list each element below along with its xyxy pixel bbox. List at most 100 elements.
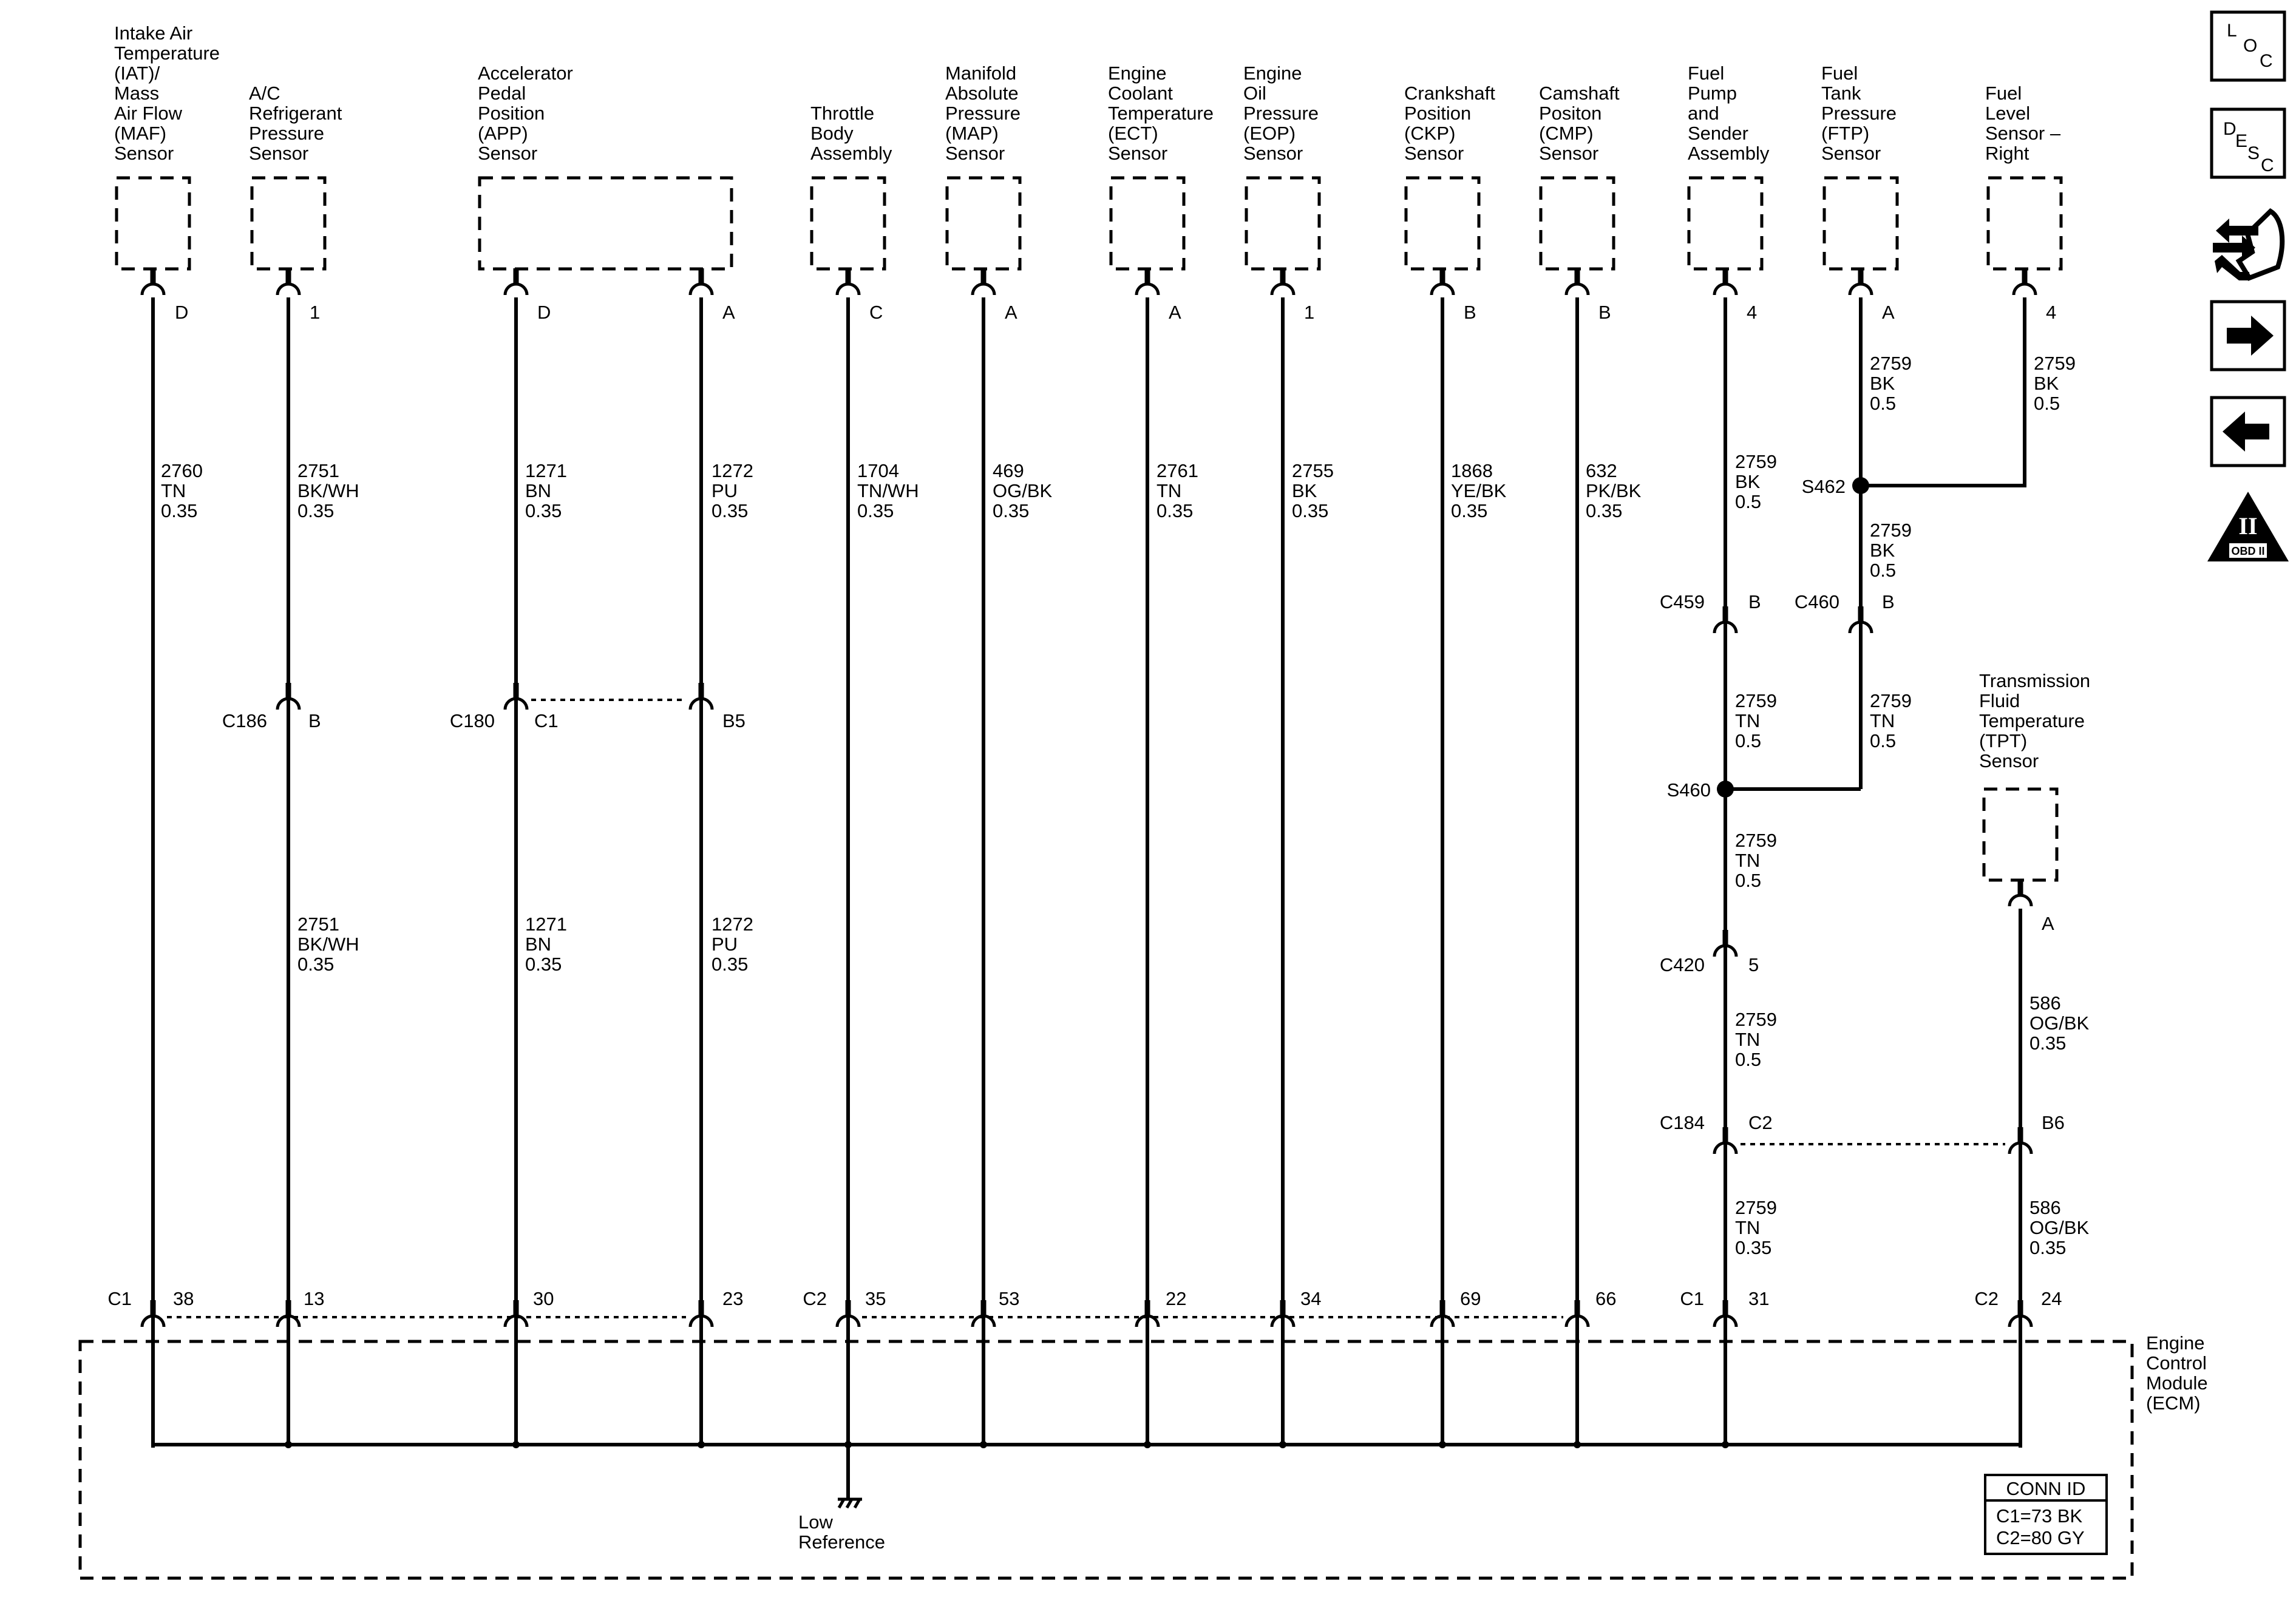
terminal-socket [2008, 893, 2033, 907]
text-line: 0.35 [857, 500, 894, 521]
text-line: Pressure [1243, 103, 1319, 124]
connector-c186-id: C186 [222, 710, 267, 731]
text-line: Manifold [945, 63, 1016, 84]
text-line: BK [2034, 373, 2059, 394]
text-line: Temperature [1108, 103, 1214, 124]
loc-button-frame[interactable] [2210, 10, 2286, 82]
text-line: OG/BK [2029, 1012, 2090, 1034]
text-line: 0.35 [161, 500, 197, 521]
forward-button[interactable] [2210, 300, 2286, 371]
terminal-socket [2012, 282, 2037, 296]
text-line: Sensor [249, 143, 308, 164]
terminal-socket [1713, 1141, 1738, 1154]
connector-terminal [503, 683, 529, 710]
text-line: PU [712, 480, 738, 501]
text-line: Fuel [1985, 83, 2022, 104]
text-line: OG/BK [993, 480, 1053, 501]
terminal-socket [503, 282, 529, 296]
ecm-pin-app-a: 23 [722, 1288, 743, 1309]
text-line: 0.35 [2029, 1237, 2066, 1258]
pin-map: A [1005, 302, 1017, 323]
text-line: 2755 [1292, 460, 1334, 481]
text-line: A/C [249, 83, 280, 104]
back-button[interactable] [2210, 396, 2286, 467]
terminal-socket [1713, 282, 1738, 296]
text-line: Sensor [478, 143, 537, 164]
ground-symbol [853, 1498, 861, 1509]
text-line: Low [798, 1511, 833, 1533]
text-line: TN [1735, 1217, 1760, 1238]
ground-symbol [837, 1498, 846, 1509]
text-line: 2759 [2034, 353, 2076, 374]
text-line: Engine [2146, 1332, 2205, 1354]
text-line: (ECT) [1108, 123, 1158, 144]
text-line: (IAT)/ [114, 63, 160, 84]
text-line: 1271 [525, 460, 567, 481]
text-line: Sensor [1979, 750, 2039, 771]
desc-button[interactable]: D E S C [2210, 107, 2286, 179]
text-line: TN [1156, 480, 1181, 501]
text-line: BK [1870, 540, 1895, 561]
text-line: Oil [1243, 83, 1266, 104]
text-line: Intake Air [114, 22, 192, 44]
text-line: Air Flow [114, 103, 183, 124]
text-line: 0.35 [1451, 500, 1487, 521]
ecm-connector-c1: C1 [1680, 1288, 1704, 1309]
connector-c460-pin: B [1882, 591, 1895, 612]
ecm-connector-c2: C2 [803, 1288, 827, 1309]
text-line: Fuel [1821, 63, 1858, 84]
bus-junction [1279, 1441, 1286, 1448]
text-line: Temperature [114, 42, 220, 64]
ecm-box [78, 1340, 2134, 1580]
terminal-socket [688, 1314, 714, 1327]
bus-junction [1722, 1441, 1729, 1448]
desc-button-frame[interactable] [2210, 107, 2286, 179]
loc-button[interactable]: L O C [2210, 10, 2286, 82]
ect-sensor-box [1109, 176, 1186, 271]
text-line: 0.35 [1586, 500, 1622, 521]
obd-triangle-icon [2207, 492, 2289, 561]
connector-c180-id: C180 [450, 710, 495, 731]
desc-letter: S [2247, 143, 2260, 163]
text-line: Pressure [945, 103, 1021, 124]
text-line: 0.5 [2034, 393, 2060, 414]
bus-junction [980, 1441, 987, 1448]
text-line: 1271 [525, 914, 567, 935]
connector-c180-pin1: C1 [534, 710, 559, 731]
text-line: TN [1735, 710, 1760, 731]
text-line: (MAP) [945, 123, 999, 144]
text-line: BK [1735, 471, 1761, 492]
connector-terminal [1430, 268, 1455, 296]
terminal-socket [1564, 1314, 1590, 1327]
ecm-pin-ckp: 69 [1460, 1288, 1481, 1309]
connector-c460-id: C460 [1795, 591, 1839, 612]
text-line: (APP) [478, 123, 528, 144]
splice-s462-label: S462 [1802, 476, 1846, 497]
nav-buttons: L O C D E S C II OBD II [2207, 10, 2289, 561]
text-line: Positon [1539, 103, 1601, 124]
text-line: Sensor [1821, 143, 1881, 164]
connector-wrench-icon[interactable] [2213, 208, 2285, 281]
text-line: Temperature [1979, 710, 2085, 731]
text-line: TN [1735, 850, 1760, 871]
obd-ii-button[interactable]: II OBD II [2207, 492, 2289, 561]
connector-terminal [140, 268, 166, 296]
text-line: 0.35 [712, 954, 748, 975]
terminal-socket [1713, 1314, 1738, 1327]
loc-letter: O [2243, 36, 2257, 56]
ecm-pin-iat: 38 [173, 1288, 194, 1309]
connector-c184-pin1: C2 [1748, 1112, 1773, 1133]
text-line: Crankshaft [1404, 83, 1495, 104]
